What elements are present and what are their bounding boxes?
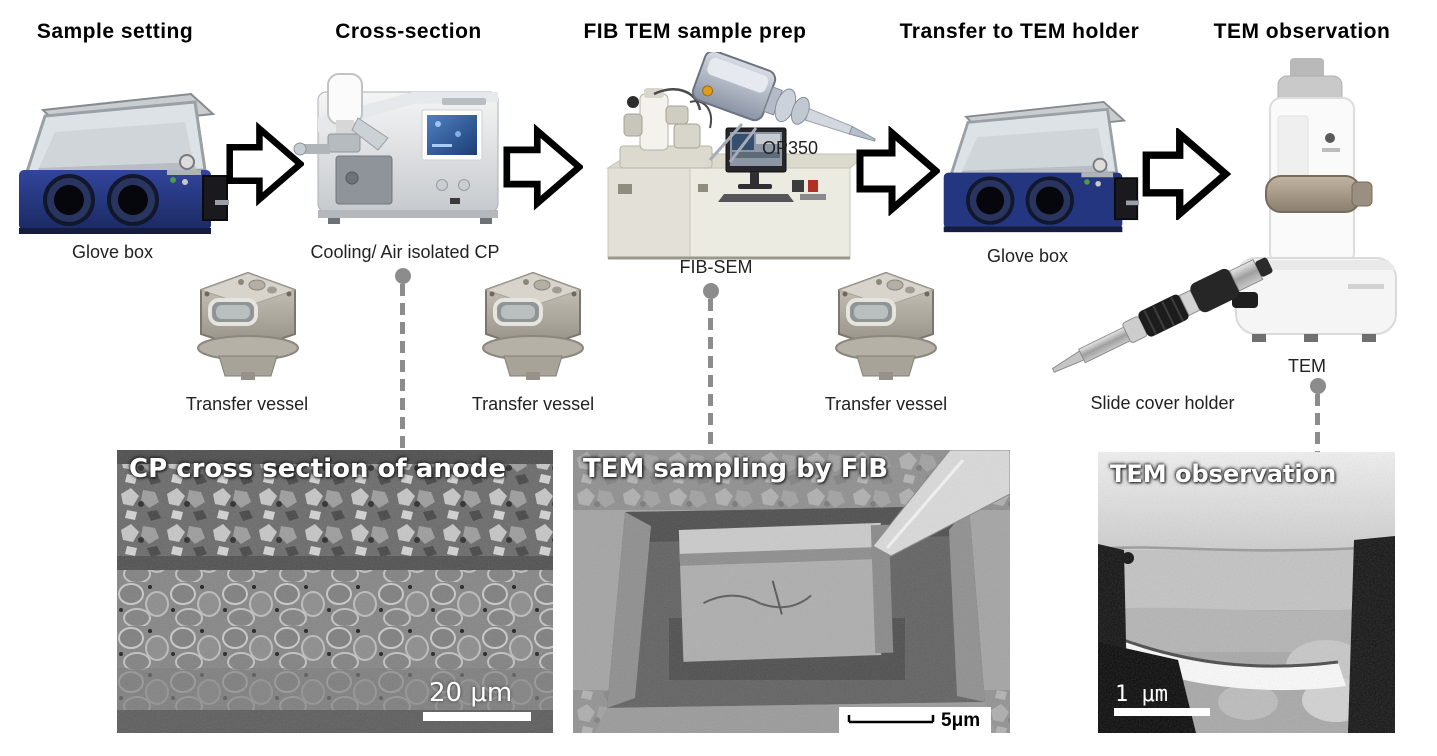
connector-dot-tem xyxy=(1310,378,1326,394)
step-title-transfer-to-tem-holder: Transfer to TEM holder xyxy=(899,20,1140,43)
transfer-vessel-label-3: Transfer vessel xyxy=(824,394,948,414)
connector-line-cp xyxy=(400,284,405,450)
transfer-vessel-label-1: Transfer vessel xyxy=(185,394,309,414)
connector-dot-fibsem xyxy=(703,283,719,299)
glove-box-label-2: Glove box xyxy=(986,246,1069,266)
transfer-vessel-photo-3 xyxy=(821,260,951,385)
connector-dot-cp xyxy=(395,268,411,284)
transfer-vessel-photo-2 xyxy=(468,260,598,385)
micrograph-title: CP cross section of anode xyxy=(129,454,506,484)
tem-photo xyxy=(1228,58,1403,348)
fib-sem-photo xyxy=(578,88,868,266)
slide-cover-holder-label: Slide cover holder xyxy=(1090,393,1235,413)
scale-bar-label: 5μm xyxy=(941,710,981,731)
micrograph-cp-cross-section: CP cross section of anode 20 μm xyxy=(117,450,553,733)
slide-cover-holder-photo xyxy=(1035,250,1300,395)
connector-line-fibsem xyxy=(708,299,713,450)
flow-arrow-icon xyxy=(856,126,940,216)
flow-arrow-icon xyxy=(503,122,583,212)
op350-photo xyxy=(690,52,880,167)
cooling-cp-photo xyxy=(292,72,504,240)
glove-box-photo-2 xyxy=(940,90,1140,245)
glove-box-label-1: Glove box xyxy=(71,242,154,262)
step-title-cross-section: Cross-section xyxy=(335,20,482,43)
step-title-fib-tem-sample-prep: FIB TEM sample prep xyxy=(583,20,807,43)
transfer-vessel-photo-1 xyxy=(183,260,313,385)
micrograph-title: TEM observation xyxy=(1110,460,1337,488)
tem-label: TEM xyxy=(1288,356,1326,376)
micrograph-title: TEM sampling by FIB xyxy=(583,454,889,484)
connector-line-tem xyxy=(1315,394,1320,452)
flow-arrow-icon xyxy=(226,118,304,210)
transfer-vessel-label-2: Transfer vessel xyxy=(471,394,595,414)
scale-bar-label: 1 μm xyxy=(1115,682,1168,707)
fib-sem-label: FIB-SEM xyxy=(679,257,753,277)
cooling-cp-label: Cooling/ Air isolated CP xyxy=(310,242,500,262)
flow-arrow-icon xyxy=(1141,128,1231,220)
step-title-tem-observation: TEM observation xyxy=(1213,20,1391,43)
scale-bar-label: 20 μm xyxy=(429,678,513,708)
step-title-sample-setting: Sample setting xyxy=(36,20,194,43)
glove-box-photo-1 xyxy=(15,82,230,247)
op350-label: OP350 xyxy=(762,138,819,158)
micrograph-tem-observation: TEM observation 1 μm xyxy=(1098,452,1395,733)
micrograph-fib-sampling: TEM sampling by FIB 5μm xyxy=(573,450,1010,733)
